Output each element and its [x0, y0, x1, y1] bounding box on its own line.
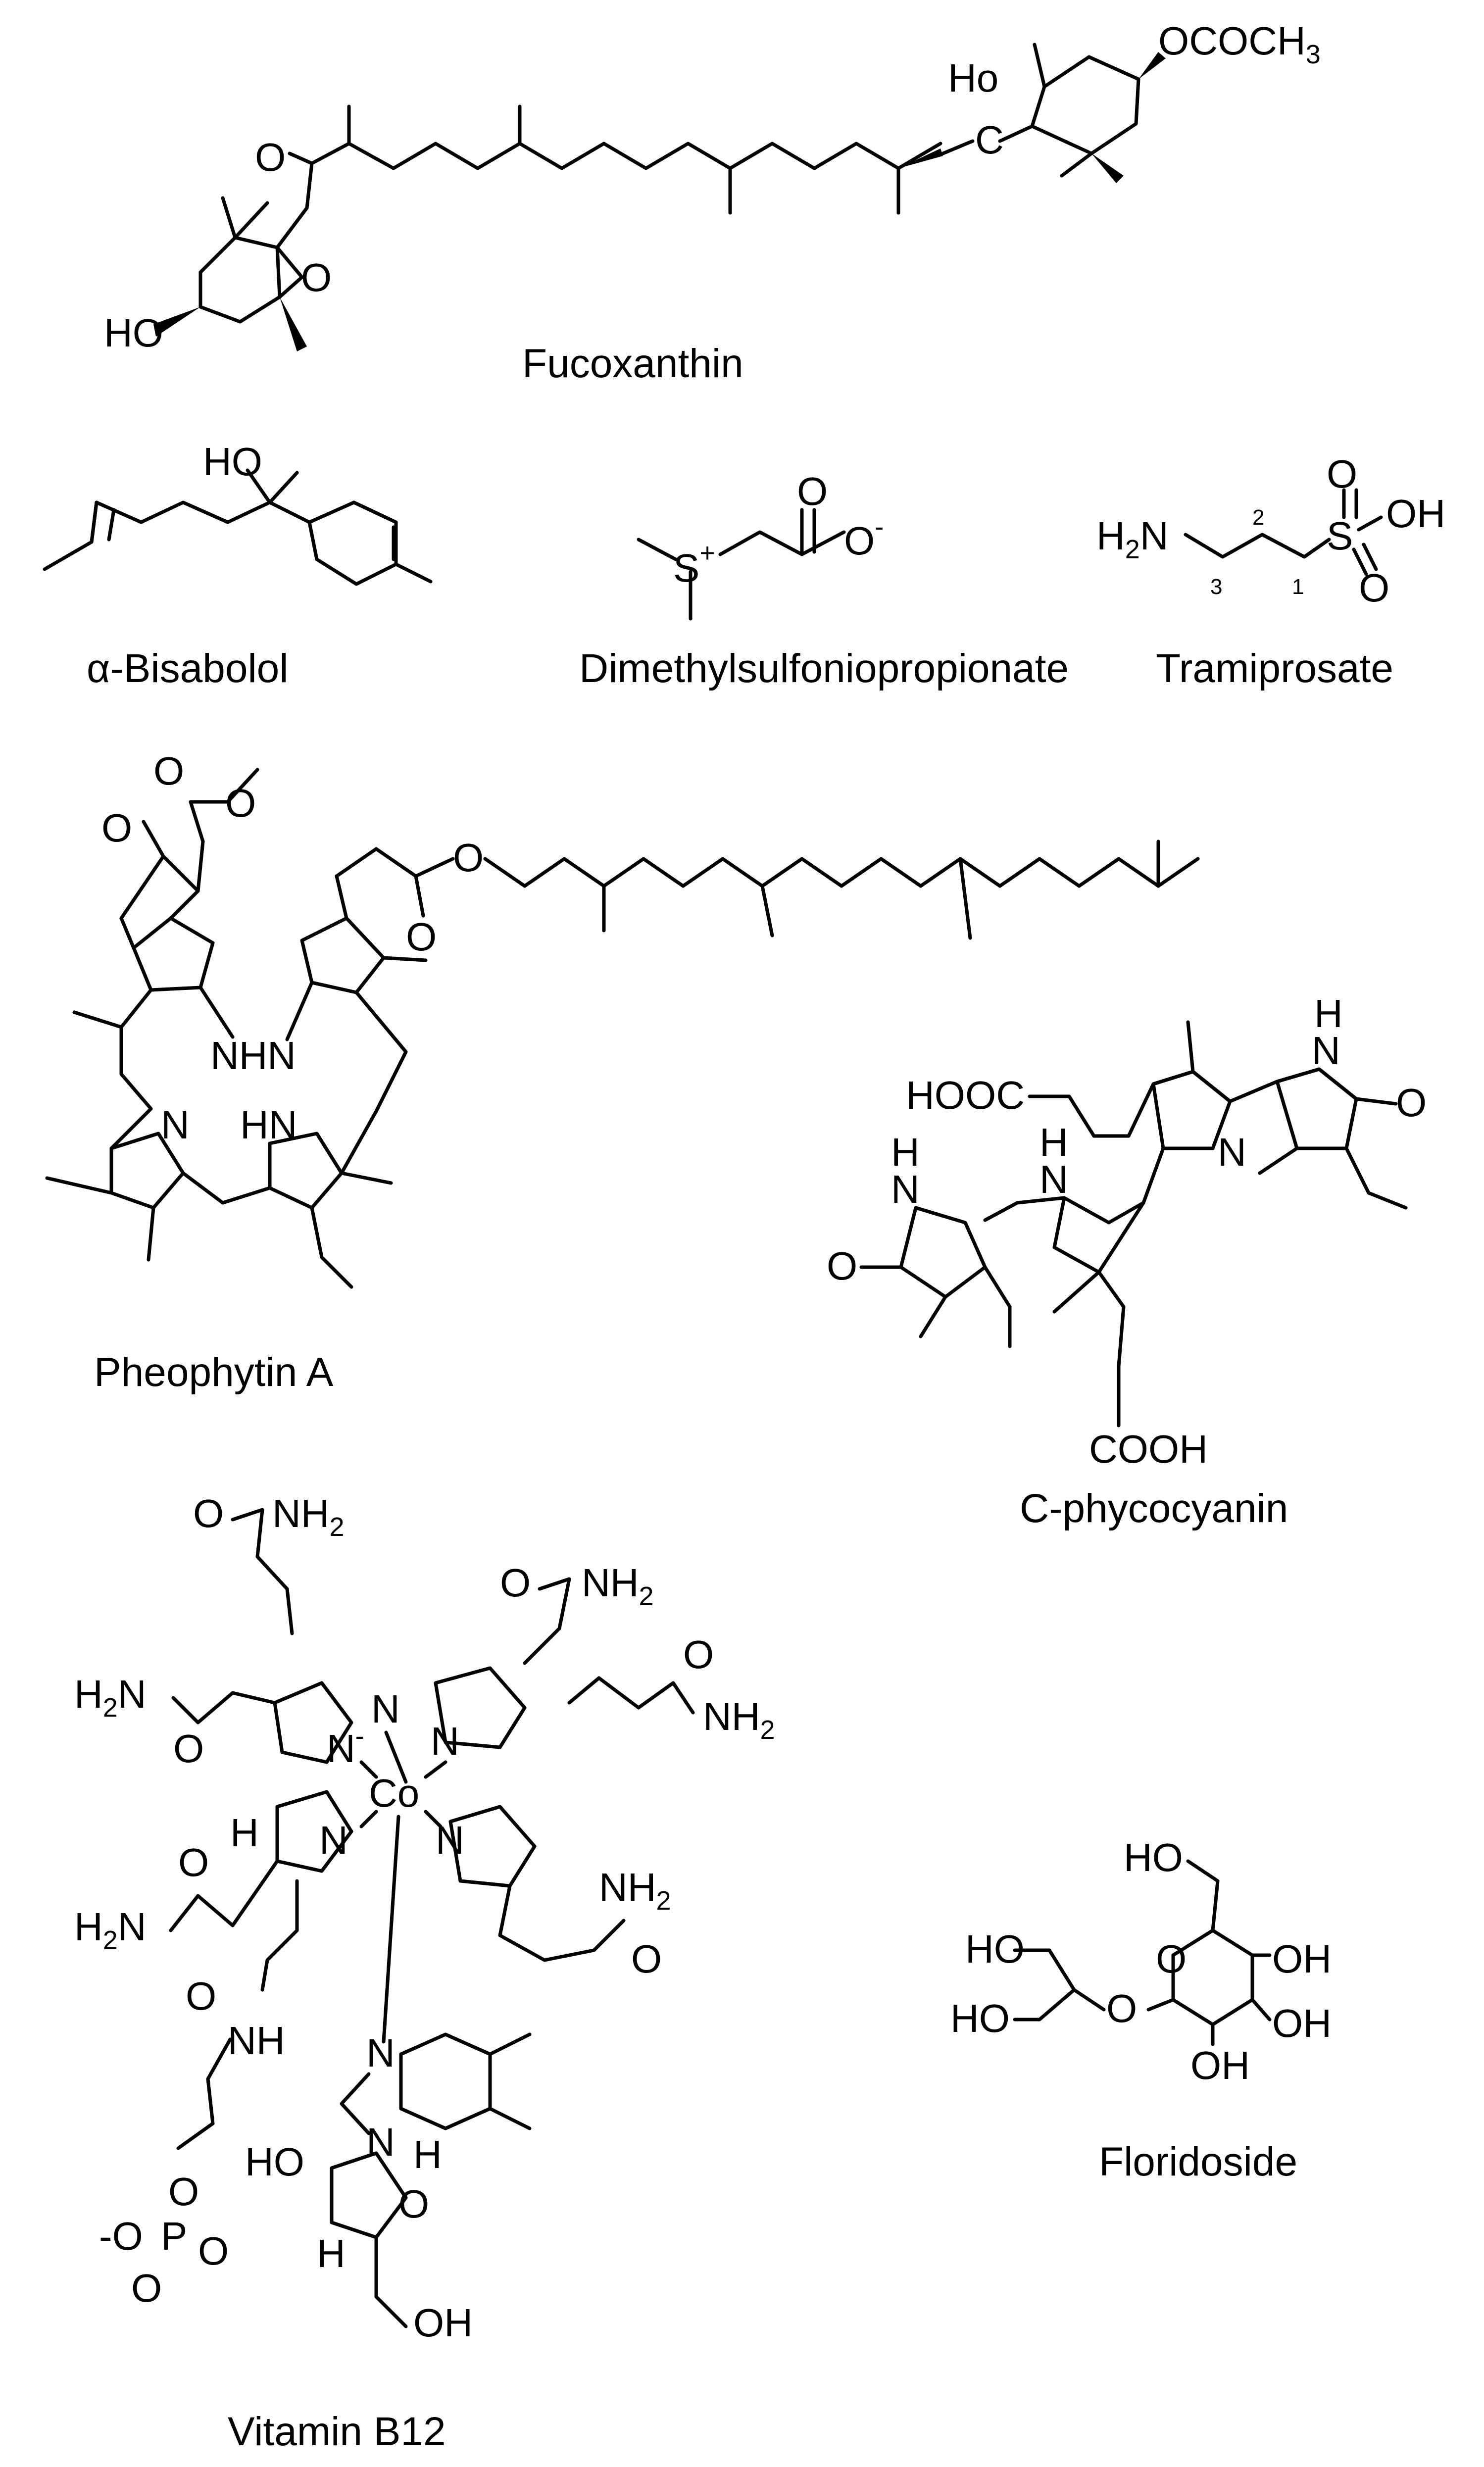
- tramiprosate-h2n: H2N: [1096, 514, 1169, 564]
- flori-ho1: HO: [1124, 1835, 1183, 1879]
- fuco-ho-left: HO: [104, 311, 163, 355]
- flori-ho3: HO: [950, 1996, 1010, 2040]
- fucoxanthin-structure: O HO O C Ho OCOCH3: [104, 19, 1321, 355]
- b12-h2: H: [413, 2132, 442, 2176]
- floridoside-structure: HO O OH OH OH O HO HO: [950, 1835, 1332, 2087]
- b12-n1: N-: [327, 1721, 364, 1771]
- bisabolol-ho: HO: [203, 440, 262, 484]
- dmsp-structure: S+ O O-: [637, 469, 884, 621]
- flori-oh2: OH: [1272, 2001, 1332, 2045]
- flori-o-ring: O: [1156, 1937, 1187, 1981]
- pheo-hn: HN: [240, 1103, 297, 1147]
- dmsp-o-carbonyl: O: [797, 469, 828, 513]
- tramiprosate-pos1: 1: [1292, 575, 1304, 599]
- b12-nh: NH: [228, 2019, 285, 2063]
- phyco-cooh: COOH: [1089, 1427, 1208, 1471]
- b12-o-minus: -O: [99, 2214, 143, 2258]
- phyco-nh-right: N: [1312, 1029, 1340, 1073]
- b12-o5: O: [178, 1840, 209, 1884]
- dmsp-s: S+: [673, 538, 715, 590]
- tramiprosate-pos3: 3: [1210, 575, 1222, 599]
- b12-h3: H: [317, 2231, 346, 2275]
- phyco-o-right: O: [1396, 1081, 1427, 1125]
- tramiprosate-o-bottom: O: [1359, 566, 1389, 610]
- dmsp-o-anion: O-: [844, 512, 884, 563]
- b12-h2n-2: H2N: [74, 1905, 147, 1955]
- b12-o3: O: [173, 1727, 204, 1771]
- b12-o9: O: [198, 2229, 229, 2273]
- tramiprosate-oh: OH: [1386, 492, 1445, 536]
- phyco-o-left: O: [827, 1244, 857, 1288]
- phycocyanin-structure: HOOC N N H O N H COOH N H O: [827, 991, 1427, 1471]
- flori-oh3: OH: [1190, 2043, 1250, 2087]
- pheo-o-ester1: O: [153, 749, 184, 793]
- phyco-nh-mid: N: [1039, 1157, 1068, 1201]
- pheo-nh: NH: [210, 1034, 268, 1078]
- caption-bisabolol: α-Bisabolol: [87, 646, 288, 691]
- flori-ho2: HO: [965, 1927, 1025, 1971]
- pheo-o-ester3: O: [453, 836, 484, 880]
- caption-tramiprosate: Tramiprosate: [1156, 646, 1393, 691]
- b12-nh2-2: NH2: [582, 1561, 654, 1611]
- b12-n5: N: [366, 2031, 395, 2075]
- b12-nh2-1: NH2: [272, 1491, 345, 1542]
- b12-nh2-3: NH2: [703, 1694, 775, 1745]
- phyco-nh-left: N: [891, 1167, 920, 1211]
- tramiprosate-o-top: O: [1327, 452, 1357, 496]
- b12-n3: N: [319, 1818, 348, 1862]
- caption-vitamin-b12: Vitamin B12: [228, 2409, 446, 2454]
- b12-oh: OH: [413, 2301, 473, 2345]
- b12-o8: O: [168, 2170, 199, 2214]
- phyco-n-right: N: [1218, 1130, 1246, 1174]
- caption-phycocyanin: C-phycocyanin: [1020, 1486, 1288, 1531]
- flori-o-link: O: [1106, 1986, 1137, 2030]
- tramiprosate-s: S: [1327, 514, 1353, 558]
- b12-ho: HO: [245, 2140, 304, 2184]
- bisabolol-structure: HO: [43, 440, 433, 586]
- b12-n-cn: N: [371, 1687, 400, 1731]
- b12-n2: N: [431, 1719, 459, 1763]
- phyco-hooc: HOOC: [906, 1073, 1025, 1117]
- fuco-ho-right: Ho: [948, 56, 998, 100]
- pheo-o-ester2: O: [225, 781, 256, 825]
- flori-oh1: OH: [1272, 1937, 1332, 1981]
- b12-o10: O: [131, 2266, 162, 2310]
- b12-h2n-1: H2N: [74, 1672, 147, 1723]
- tramiprosate-pos2: 2: [1252, 505, 1264, 530]
- fuco-o-ketone: O: [255, 135, 286, 179]
- b12-o1: O: [193, 1491, 224, 1535]
- b12-p: P: [161, 2214, 187, 2258]
- pheo-n1: N: [267, 1034, 296, 1078]
- b12-o6: O: [631, 1937, 662, 1981]
- caption-floridoside: Floridoside: [1099, 2139, 1297, 2184]
- b12-o7: O: [186, 1974, 216, 2018]
- phyco-h-left: H: [891, 1130, 920, 1174]
- caption-fucoxanthin: Fucoxanthin: [522, 341, 743, 386]
- vitamin-b12-structure: O NH2 O NH2 H2N O O NH2 N- N N Co N N H …: [74, 1491, 775, 2345]
- phyco-h-mid: H: [1039, 1120, 1068, 1164]
- pheo-n2: N: [161, 1103, 190, 1147]
- b12-o4: O: [683, 1632, 714, 1677]
- pheophytin-structure: O O O NH N N HN O O: [45, 749, 1200, 1289]
- b12-o2: O: [500, 1561, 531, 1605]
- tramiprosate-structure: H2N 3 2 1 S O O OH: [1096, 452, 1445, 610]
- pheo-o-ketone: O: [101, 806, 132, 850]
- caption-dmsp: Dimethylsulfoniopropionate: [579, 646, 1069, 691]
- fuco-acetate: OCOCH3: [1158, 19, 1321, 69]
- b12-nh2-4: NH2: [599, 1865, 671, 1916]
- caption-pheophytin: Pheophytin A: [94, 1350, 334, 1395]
- phyco-h-right: H: [1314, 991, 1343, 1036]
- b12-o-ring: O: [398, 2182, 429, 2226]
- fuco-o-epoxide: O: [301, 255, 332, 299]
- pheo-o-carbonyl: O: [406, 915, 437, 959]
- b12-h1: H: [230, 1811, 259, 1855]
